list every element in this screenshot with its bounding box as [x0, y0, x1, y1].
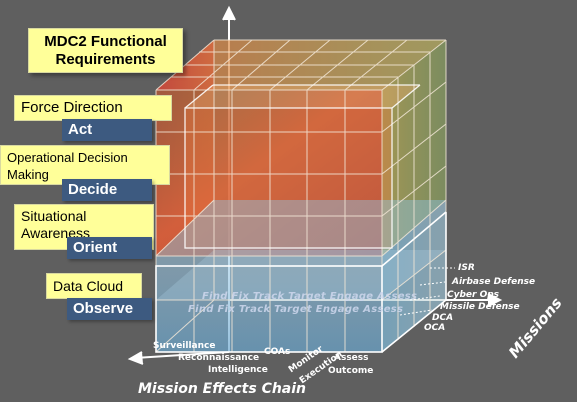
chain-intelligence: Intelligence [208, 365, 268, 375]
chain-outcome: Outcome [328, 366, 374, 376]
ooda-act-label: Act [62, 119, 152, 141]
req-data-cloud-label: Data Cloud [46, 273, 142, 299]
ooda-orient-label: Orient [67, 237, 152, 259]
cube-grid [155, 39, 447, 353]
mission-isr: ISR [458, 263, 475, 273]
req-force-direction-label: Force Direction [14, 95, 172, 121]
layer-text-lower: Find Fix Track Target Engage Assess [188, 304, 404, 315]
chain-reconnaissance: Reconnaissance [178, 353, 260, 363]
mission-airbase-defense: Airbase Defense [452, 277, 536, 287]
layer-text-upper: Find Fix Track Target Engage Assess [202, 291, 418, 302]
mission-cyber-ops: Cyber Ops [447, 290, 500, 300]
mission-missile-defense: Missile Defense [440, 302, 520, 312]
chain-coas: COAs [264, 347, 291, 357]
req-operational-decision-label: Operational Decision Making [0, 145, 170, 185]
ooda-decide-label: Decide [62, 179, 152, 201]
ooda-observe-label: Observe [67, 298, 152, 320]
mission-dca: DCA [432, 313, 454, 323]
chain-axis-title: Mission Effects Chain [138, 381, 307, 397]
page-title: MDC2 Functional Requirements [28, 28, 183, 73]
chain-assess: Assess [334, 353, 369, 363]
mission-oca: OCA [424, 323, 446, 333]
base-top [156, 200, 446, 256]
chain-surveillance: Surveillance [153, 341, 216, 351]
